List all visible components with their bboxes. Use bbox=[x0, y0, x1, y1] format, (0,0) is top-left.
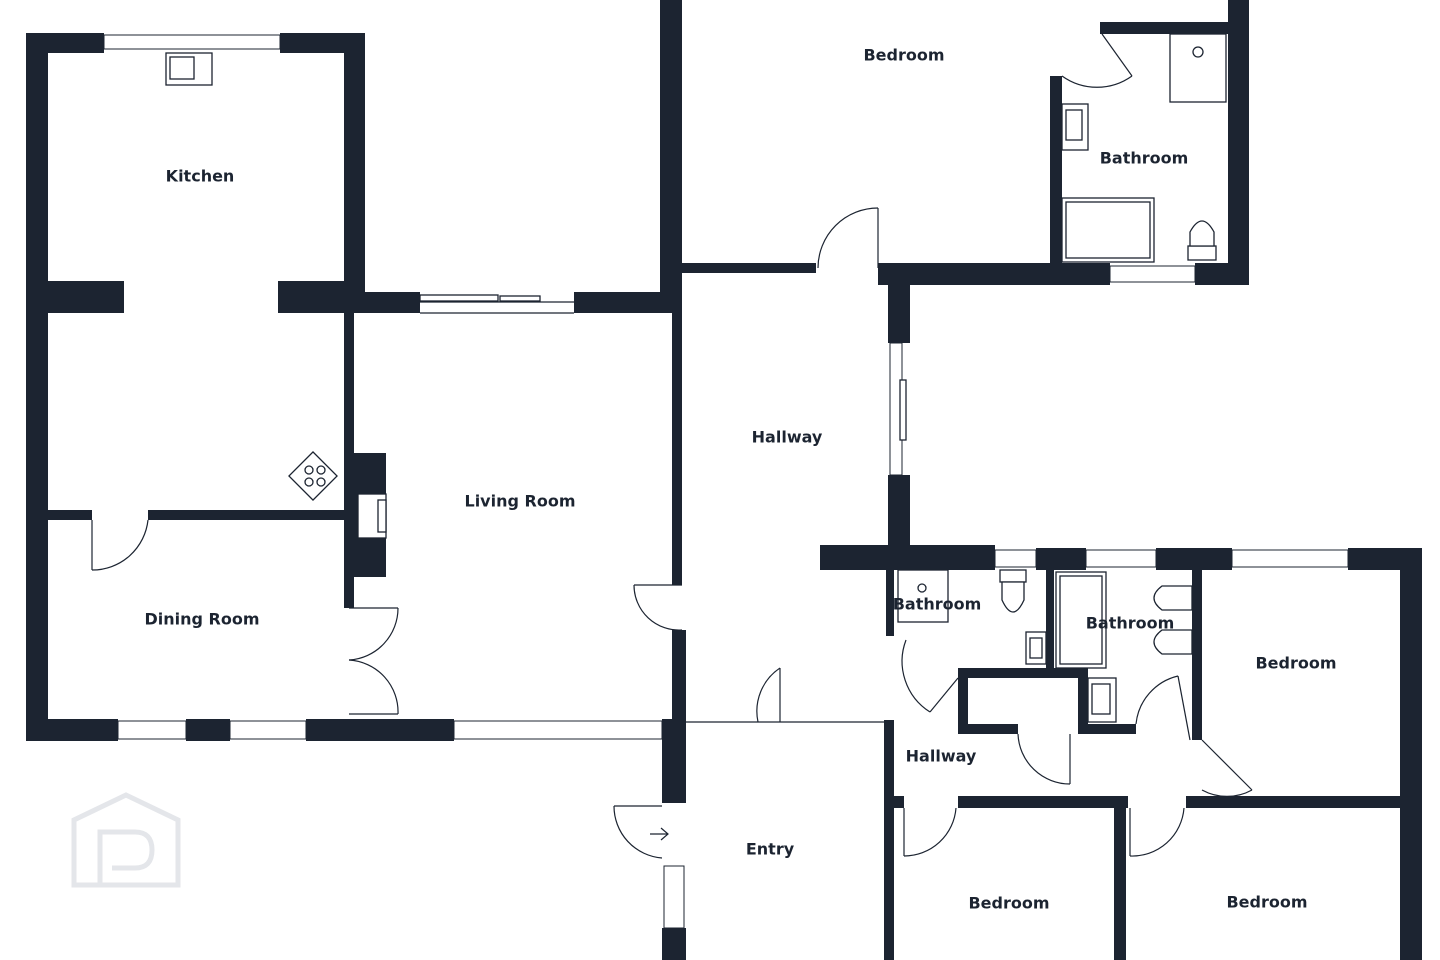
fireplace-icon bbox=[357, 493, 387, 539]
room-label-dining-room: Dining Room bbox=[144, 610, 259, 629]
room-label-entry: Entry bbox=[746, 840, 795, 859]
room-label-hallway-main: Hallway bbox=[752, 428, 823, 447]
windows bbox=[103, 34, 1349, 929]
room-label-hallway-south: Hallway bbox=[906, 747, 977, 766]
shower-icon bbox=[897, 569, 949, 623]
sliding-door bbox=[419, 294, 574, 314]
sink-icon bbox=[165, 52, 213, 86]
shower-icon bbox=[1055, 571, 1107, 669]
walls bbox=[26, 0, 1422, 960]
room-label-living-room: Living Room bbox=[465, 492, 576, 511]
room-label-bathroom-east: Bathroom bbox=[1086, 614, 1175, 633]
sink-icon bbox=[1061, 103, 1089, 151]
entry-arrow-icon bbox=[650, 827, 669, 841]
room-label-bathroom-north: Bathroom bbox=[1100, 149, 1189, 168]
fixtures bbox=[165, 33, 1227, 723]
shower-icon bbox=[1169, 33, 1227, 103]
room-labels: Kitchen Living Room Dining Room Hallway … bbox=[144, 46, 1336, 913]
cooktop-icon bbox=[288, 451, 338, 501]
room-label-bedroom-south-east: Bedroom bbox=[1226, 893, 1307, 912]
room-label-bedroom-east: Bedroom bbox=[1255, 654, 1336, 673]
doors bbox=[91, 33, 1253, 859]
watermark-logo-icon bbox=[71, 792, 181, 888]
toilet-icon bbox=[1187, 220, 1217, 261]
room-label-bathroom-center: Bathroom bbox=[893, 595, 982, 614]
sink-icon bbox=[1025, 631, 1047, 665]
sliding-door-hallway bbox=[899, 379, 907, 441]
room-label-kitchen: Kitchen bbox=[166, 167, 235, 186]
room-label-bedroom-north: Bedroom bbox=[863, 46, 944, 65]
room-label-bedroom-south-center: Bedroom bbox=[968, 894, 1049, 913]
toilet-icon bbox=[1153, 585, 1193, 655]
sink-icon bbox=[1087, 677, 1117, 723]
toilet-icon bbox=[999, 569, 1027, 613]
bathtub-icon bbox=[1061, 197, 1155, 263]
